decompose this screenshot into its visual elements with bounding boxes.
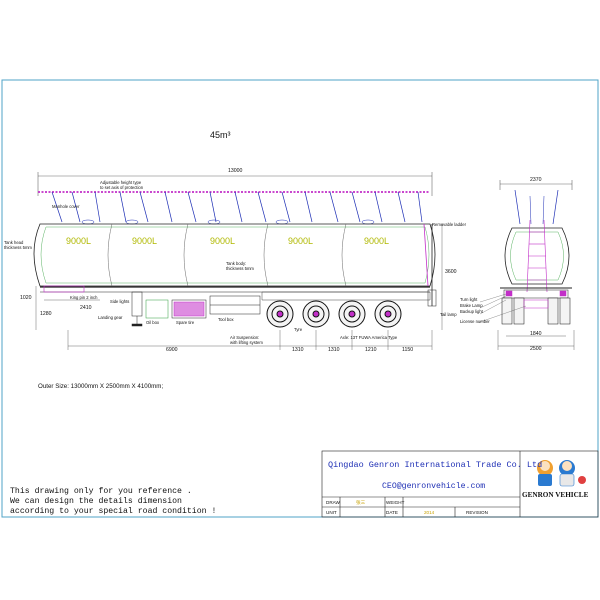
company-email: CEO@genronvehicle.com bbox=[382, 482, 486, 491]
callout-axle: Axle: 13T FUWA America Type bbox=[340, 335, 398, 340]
front-frame bbox=[43, 285, 85, 293]
callout-side-lights: Side lights bbox=[110, 299, 130, 304]
landing-gear bbox=[131, 291, 143, 327]
dim-rear-track: 1840 bbox=[530, 331, 542, 337]
notice-line-2: We can design the details dimension bbox=[10, 497, 182, 507]
callout-tail-lamp: Tail lamp bbox=[440, 312, 457, 317]
compartment-1: 9000L bbox=[66, 236, 92, 246]
draw-label: DRAW bbox=[326, 500, 340, 505]
rear-bumper bbox=[427, 289, 437, 307]
wheels bbox=[266, 300, 402, 328]
outer-size-text: Outer Size: 13000mm X 2500mm X 4100mm; bbox=[38, 383, 164, 390]
tank-bulkheads bbox=[107, 223, 347, 287]
callout-oil-box: Oil box bbox=[146, 320, 160, 325]
callout-spare-tire: Spare tire bbox=[176, 320, 195, 325]
compartment-3: 9000L bbox=[210, 236, 236, 246]
tank-inner-outline bbox=[40, 226, 430, 284]
notice-line-1: This drawing only for you reference . bbox=[10, 487, 192, 496]
dim-axle-1: 1310 bbox=[292, 347, 304, 353]
date-label: DATE bbox=[386, 510, 398, 515]
callout-kingpin: King pin 2 inch bbox=[70, 295, 98, 300]
brand-name: GENRON VEHICLE bbox=[522, 491, 589, 499]
air-suspension bbox=[261, 291, 431, 301]
compartment-4: 9000L bbox=[288, 236, 314, 246]
callout-air-susp: Air Suspension: bbox=[230, 335, 260, 340]
spare-tire bbox=[171, 299, 207, 319]
callout-manhole: Manhole cover bbox=[52, 204, 80, 209]
compartment-5: 9000L bbox=[364, 236, 390, 246]
reference-notice: This drawing only for you reference . We… bbox=[10, 487, 310, 518]
dim-height-total: 3600 bbox=[445, 269, 457, 275]
callout-air-susp-2: with lifting system bbox=[230, 340, 263, 345]
brand-logo bbox=[537, 460, 586, 487]
callout-removable-ladder: Removable ladder bbox=[432, 222, 466, 227]
callout-tool-box: Tool box bbox=[218, 317, 234, 322]
dim-rear-width-top: 2370 bbox=[530, 177, 542, 183]
dim-rear-width-bottom: 2500 bbox=[530, 346, 542, 352]
revision-label: REVISION bbox=[466, 510, 488, 515]
removable-ladder bbox=[423, 223, 429, 287]
oil-box bbox=[145, 299, 169, 319]
callout-tank-body-2: thickness 5mm bbox=[226, 266, 254, 271]
unit-label: UNIT bbox=[326, 510, 337, 515]
rear-tank bbox=[504, 227, 570, 285]
date-value: 2014 bbox=[424, 510, 435, 515]
dim-front-offset: 2410 bbox=[80, 305, 92, 311]
callout-adjustable-guard-2: to set axis of protection bbox=[100, 185, 144, 190]
drawing-border bbox=[1, 79, 599, 518]
dim-front-mid: 1280 bbox=[40, 311, 52, 317]
callout-tyre: Tyre bbox=[294, 327, 303, 332]
side-view bbox=[33, 172, 443, 350]
callout-brake-lamp: Brake Lamp bbox=[460, 303, 483, 308]
tank-body bbox=[33, 223, 436, 287]
rear-view bbox=[479, 180, 575, 350]
callout-tank-body: Tank body: bbox=[226, 261, 247, 266]
dim-overall-length: 13000 bbox=[228, 168, 243, 174]
dim-front-low: 1020 bbox=[20, 295, 32, 301]
capacity-label: 45m³ bbox=[210, 130, 231, 140]
draw-value: 张三 bbox=[356, 500, 366, 505]
callout-backup-light: Backup light bbox=[460, 309, 483, 314]
callout-tank-head: Tank head bbox=[4, 240, 24, 245]
callout-tank-head-2: thickness 5mm bbox=[4, 245, 32, 250]
dim-rear-overhang: 1150 bbox=[402, 347, 414, 353]
rear-ladder bbox=[526, 219, 548, 293]
compartment-2: 9000L bbox=[132, 236, 158, 246]
rail-stanchions bbox=[51, 191, 423, 223]
dim-axle-3: 1210 bbox=[365, 347, 377, 353]
callout-turn-light: Turn light bbox=[460, 297, 478, 302]
callout-landing-gear: Landing gear bbox=[98, 315, 123, 320]
callout-adjustable-guard: Adjustable height type bbox=[100, 180, 142, 185]
company-name: Qingdao Genron International Trade Co. L… bbox=[328, 460, 543, 470]
callout-license-number: License number bbox=[460, 319, 490, 324]
weight-label: WEIGHT bbox=[386, 500, 405, 505]
dim-axle-2: 1310 bbox=[328, 347, 340, 353]
dim-rear-frame: 6900 bbox=[166, 347, 178, 353]
title-block bbox=[321, 450, 599, 518]
notice-line-3: according to your special road condition… bbox=[10, 507, 217, 517]
